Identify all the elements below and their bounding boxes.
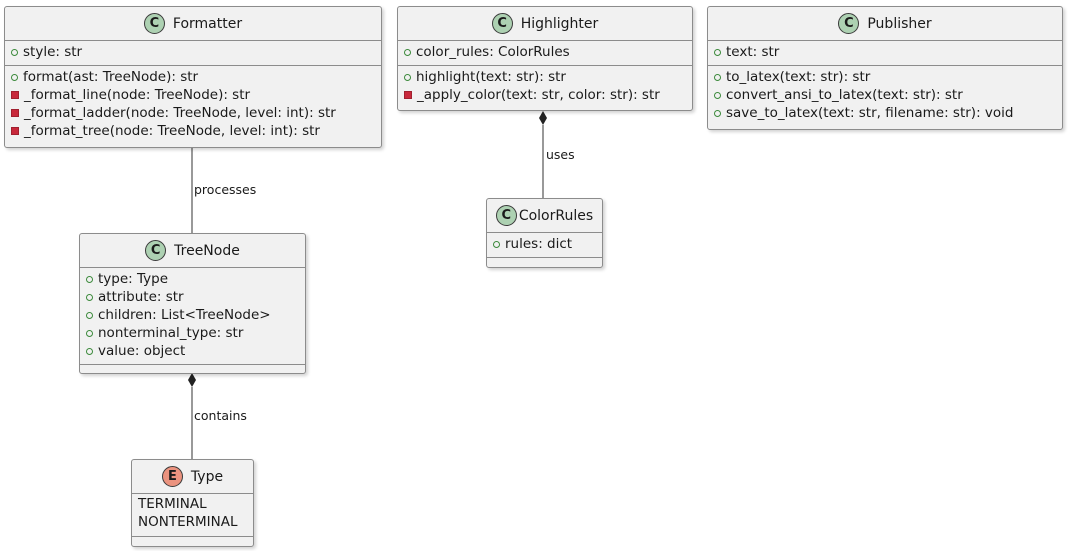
method-row: highlight(text: str): str <box>404 68 686 86</box>
treenode-attributes: type: Type attribute: str children: List… <box>80 268 305 365</box>
attribute-row: attribute: str <box>86 288 299 306</box>
type-header: E Type <box>132 460 253 494</box>
enum-literal: TERMINAL <box>138 496 207 512</box>
public-icon <box>86 347 93 355</box>
formatter-class-name: Formatter <box>172 15 243 32</box>
attribute-row: text: str <box>714 43 1056 61</box>
attribute-row: style: str <box>11 43 375 61</box>
public-icon <box>11 48 18 56</box>
method-row: convert_ansi_to_latex(text: str): str <box>714 86 1056 104</box>
private-icon <box>404 91 412 99</box>
attribute-text: nonterminal_type: str <box>98 325 244 341</box>
highlighter-methods: highlight(text: str): str _apply_color(t… <box>398 66 692 108</box>
enum-badge-icon: E <box>161 466 183 487</box>
method-text: save_to_latex(text: str, filename: str):… <box>726 105 1014 121</box>
type-extra <box>132 537 253 545</box>
uses-composition-diamond <box>539 111 547 125</box>
public-icon <box>86 275 93 283</box>
publisher-header: C Publisher <box>708 7 1062 41</box>
treenode-methods <box>80 365 305 373</box>
public-icon <box>714 91 721 99</box>
public-icon <box>11 73 18 81</box>
colorrules-class[interactable]: C ColorRules rules: dict <box>486 198 603 268</box>
highlighter-attributes: color_rules: ColorRules <box>398 41 692 66</box>
attribute-row: value: object <box>86 342 299 360</box>
private-icon <box>11 91 19 99</box>
publisher-attributes: text: str <box>708 41 1062 66</box>
attribute-row: type: Type <box>86 270 299 288</box>
enum-literal: NONTERMINAL <box>138 514 238 530</box>
method-text: to_latex(text: str): str <box>726 69 871 85</box>
publisher-class-name: Publisher <box>867 15 932 32</box>
contains-label: contains <box>194 408 247 423</box>
class-badge-icon: C <box>145 240 167 261</box>
processes-label: processes <box>194 182 257 197</box>
type-enum[interactable]: E Type TERMINAL NONTERMINAL <box>131 459 254 547</box>
contains-composition-diamond <box>188 373 196 387</box>
colorrules-header: C ColorRules <box>487 199 602 233</box>
publisher-methods: to_latex(text: str): str convert_ansi_to… <box>708 66 1062 126</box>
private-icon <box>11 127 19 135</box>
method-row: _format_line(node: TreeNode): str <box>11 86 375 104</box>
attribute-text: type: Type <box>98 271 169 287</box>
attribute-row: children: List<TreeNode> <box>86 306 299 324</box>
public-icon <box>714 48 721 56</box>
attribute-row: color_rules: ColorRules <box>404 43 686 61</box>
class-badge-icon: C <box>491 13 513 34</box>
attribute-text: color_rules: ColorRules <box>416 44 570 60</box>
formatter-methods: format(ast: TreeNode): str _format_line(… <box>5 66 381 144</box>
method-row: _format_ladder(node: TreeNode, level: in… <box>11 104 375 122</box>
class-badge-icon: C <box>143 13 165 34</box>
colorrules-attributes: rules: dict <box>487 233 602 258</box>
formatter-attributes: style: str <box>5 41 381 66</box>
attribute-text: rules: dict <box>505 236 573 252</box>
attribute-text: attribute: str <box>98 289 184 305</box>
attribute-text: style: str <box>23 44 83 60</box>
formatter-header: C Formatter <box>5 7 381 41</box>
type-literals: TERMINAL NONTERMINAL <box>132 494 253 537</box>
method-text: convert_ansi_to_latex(text: str): str <box>726 87 963 103</box>
public-icon <box>714 73 721 81</box>
publisher-class[interactable]: C Publisher text: str to_latex(text: str… <box>707 6 1063 130</box>
type-enum-name: Type <box>190 468 224 485</box>
method-row: _apply_color(text: str, color: str): str <box>404 86 686 104</box>
method-row: save_to_latex(text: str, filename: str):… <box>714 104 1056 122</box>
attribute-row: nonterminal_type: str <box>86 324 299 342</box>
public-icon <box>86 329 93 337</box>
treenode-class[interactable]: C TreeNode type: Type attribute: str chi… <box>79 233 306 374</box>
method-text: _format_ladder(node: TreeNode, level: in… <box>24 105 336 121</box>
method-text: _format_line(node: TreeNode): str <box>24 87 251 103</box>
formatter-class[interactable]: C Formatter style: str format(ast: TreeN… <box>4 6 382 148</box>
public-icon <box>86 311 93 319</box>
method-text: _format_tree(node: TreeNode, level: int)… <box>24 123 320 139</box>
colorrules-methods <box>487 258 602 266</box>
method-text: highlight(text: str): str <box>416 69 566 85</box>
class-badge-icon: C <box>838 13 860 34</box>
private-icon <box>11 109 19 117</box>
method-row: _format_tree(node: TreeNode, level: int)… <box>11 122 375 140</box>
treenode-class-name: TreeNode <box>174 242 240 259</box>
method-text: format(ast: TreeNode): str <box>23 69 199 85</box>
highlighter-class-name: Highlighter <box>520 15 599 32</box>
uses-label: uses <box>546 147 575 162</box>
highlighter-header: C Highlighter <box>398 7 692 41</box>
highlighter-class[interactable]: C Highlighter color_rules: ColorRules hi… <box>397 6 693 111</box>
method-text: _apply_color(text: str, color: str): str <box>417 87 660 103</box>
treenode-header: C TreeNode <box>80 234 305 268</box>
public-icon <box>86 293 93 301</box>
attribute-text: text: str <box>726 44 780 60</box>
class-badge-icon: C <box>495 205 517 226</box>
public-icon <box>404 73 411 81</box>
attribute-row: rules: dict <box>493 235 596 253</box>
method-row: to_latex(text: str): str <box>714 68 1056 86</box>
attribute-text: value: object <box>98 343 186 359</box>
public-icon <box>493 240 500 248</box>
public-icon <box>714 109 721 117</box>
method-row: format(ast: TreeNode): str <box>11 68 375 86</box>
colorrules-class-name: ColorRules <box>518 207 594 224</box>
attribute-text: children: List<TreeNode> <box>98 307 271 323</box>
public-icon <box>404 48 411 56</box>
